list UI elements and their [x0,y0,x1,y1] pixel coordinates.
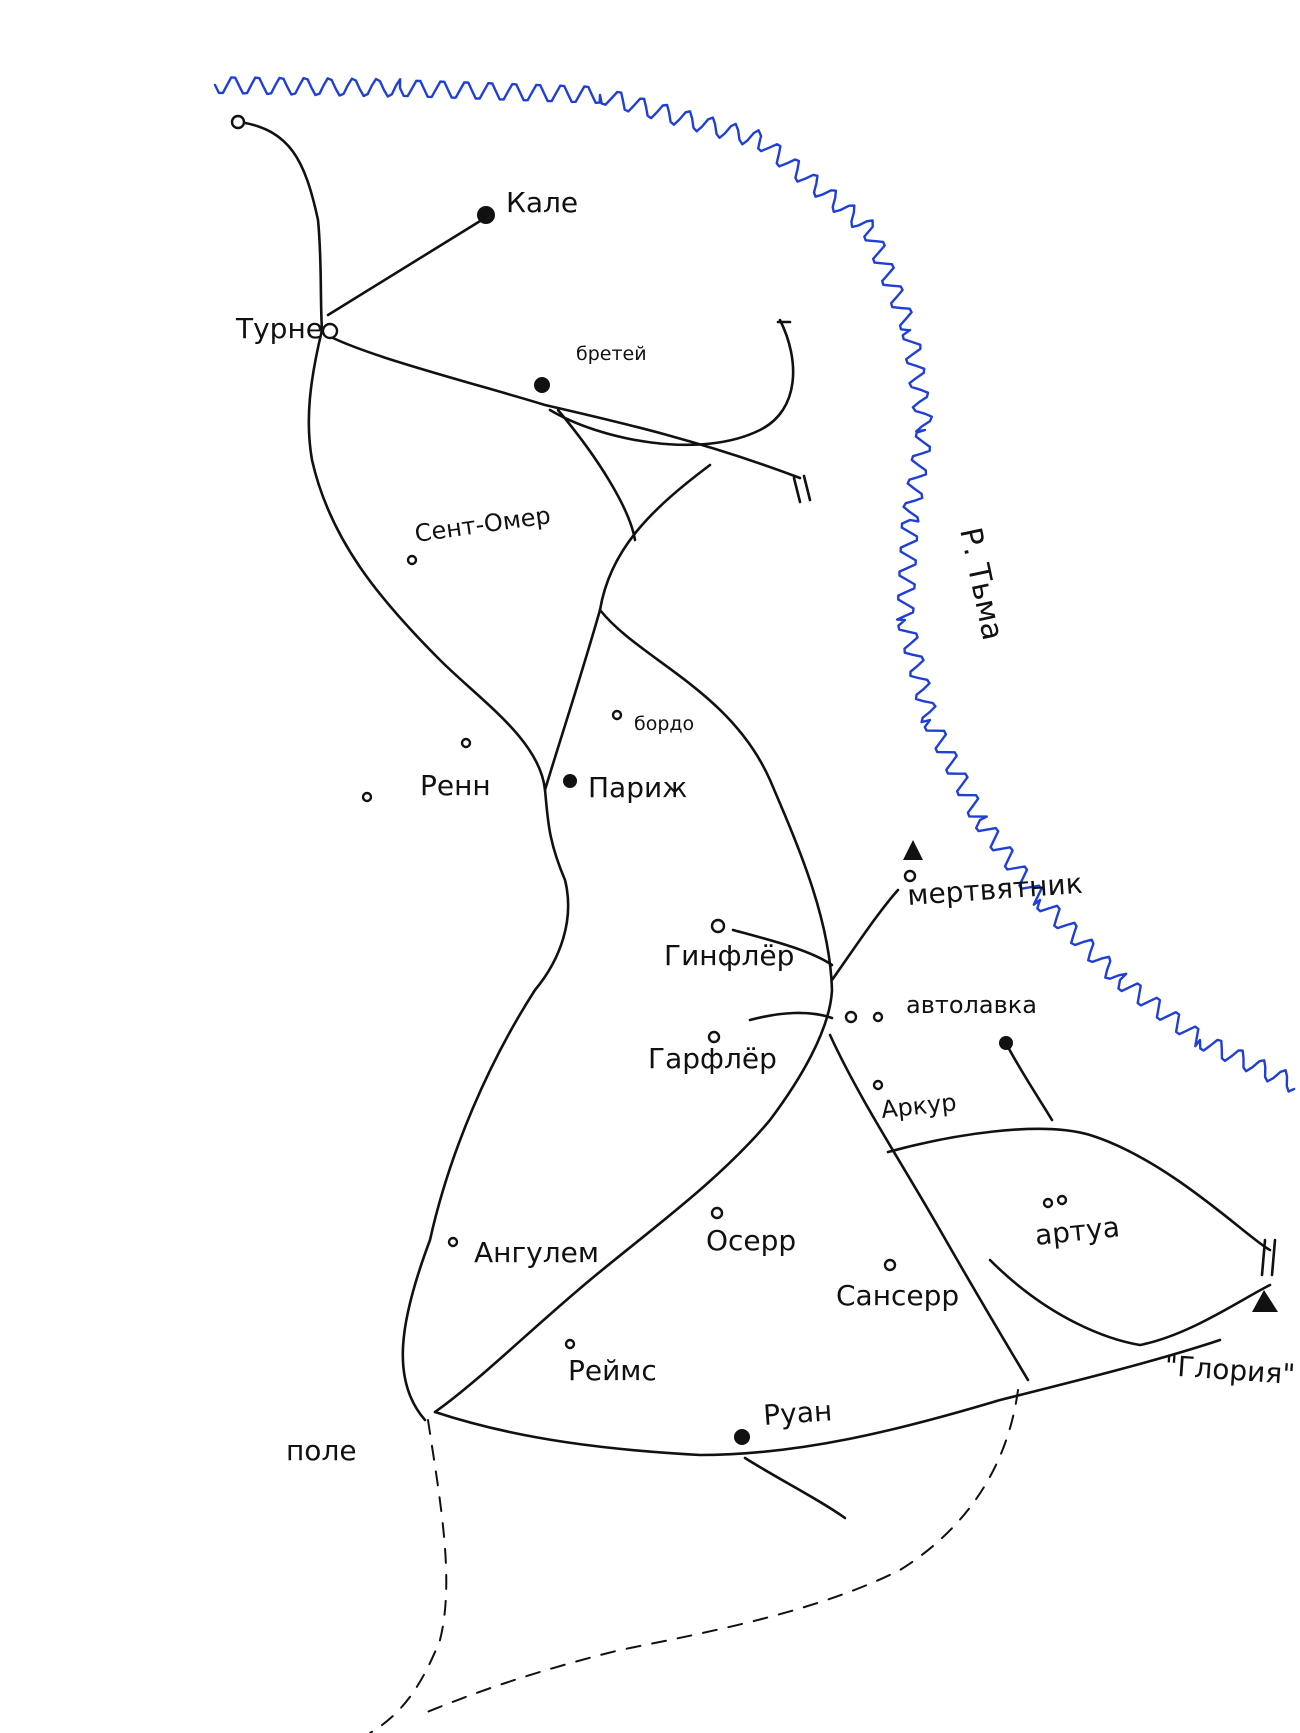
marker-mertvyatnik [903,869,917,883]
label-sent-omer: Сент-Омер [413,501,552,548]
label-turne: Турне [235,312,323,345]
road-south [433,1338,1222,1457]
roads [238,120,1277,1520]
road-bretey-south [556,408,637,542]
marker-parizh [563,774,577,788]
marker-bordo [611,709,623,721]
label-bordo: бордо [634,713,694,735]
marker-reyms [564,1338,576,1350]
road-center-spine [433,608,834,1414]
label-oserr: Осерр [706,1224,796,1257]
marker-north-start [230,114,246,130]
marker-ruan [734,1429,750,1445]
road-turne-east [331,336,802,480]
marker-kale [477,206,495,224]
road-gloriya-end [1260,1238,1277,1277]
road-east-south [828,1033,1030,1382]
markers [230,114,1278,1445]
label-bretey: бретей [576,343,647,365]
dashed-west [369,1419,448,1733]
marker-renn [460,737,472,749]
label-pole: поле [286,1434,357,1467]
marker-gloriya-triangle [1252,1290,1278,1312]
marker-kulak [999,1036,1013,1050]
marker-artua-1 [1042,1197,1054,1209]
marker-mertvyatnik-triangle [903,840,923,860]
road-turne-kale [326,216,487,317]
label-renn: Ренн [420,769,491,802]
marker-ginfler [710,918,726,934]
labels: Кале Турне бретей Сент-Омер бордо Ренн П… [235,186,1296,1467]
road-mertvyatnik [830,888,900,982]
marker-avtolavka-2 [872,1011,884,1023]
label-ruan: Руан [762,1394,833,1432]
label-river: Р. Тьма [952,524,1010,643]
road-artua-loop [886,1127,1272,1347]
label-kale: Кале [506,186,578,219]
label-arkur: Аркур [880,1088,958,1124]
marker-avtolavka-1 [844,1010,858,1024]
marker-garfler [707,1030,721,1044]
river-line [213,76,1296,1093]
marker-turne [321,322,339,340]
marker-arkur [872,1079,884,1091]
marker-artua-2 [1056,1194,1068,1206]
label-avtolavka: автолавка [906,991,1037,1019]
road-bretey-loop [548,318,795,447]
label-reyms: Реймс [568,1354,657,1387]
dashed-paths [369,1389,1019,1733]
label-angulem: Ангулем [474,1236,599,1269]
road-main-west [238,120,570,1422]
label-artua: артуа [1033,1210,1121,1252]
road-end-east [792,474,812,504]
marker-oserr [710,1206,724,1220]
road-kulak [1005,1043,1054,1122]
label-gloriya: "Глория" [1164,1349,1297,1391]
road-ginfler [731,928,834,967]
marker-angulem [447,1236,459,1248]
label-garfler: Гарфлёр [648,1042,777,1075]
label-manserr: Сансерр [836,1279,959,1312]
dashed-east [419,1389,1019,1716]
marker-west-point [361,791,373,803]
marker-bretey [534,377,550,393]
label-parizh: Париж [588,771,687,804]
road-garfler [748,1011,834,1022]
road-ruan-south [743,1456,847,1520]
marker-manserr [883,1258,897,1272]
label-ginfler: Гинфлёр [664,939,794,972]
marker-sent-omer [406,554,418,566]
